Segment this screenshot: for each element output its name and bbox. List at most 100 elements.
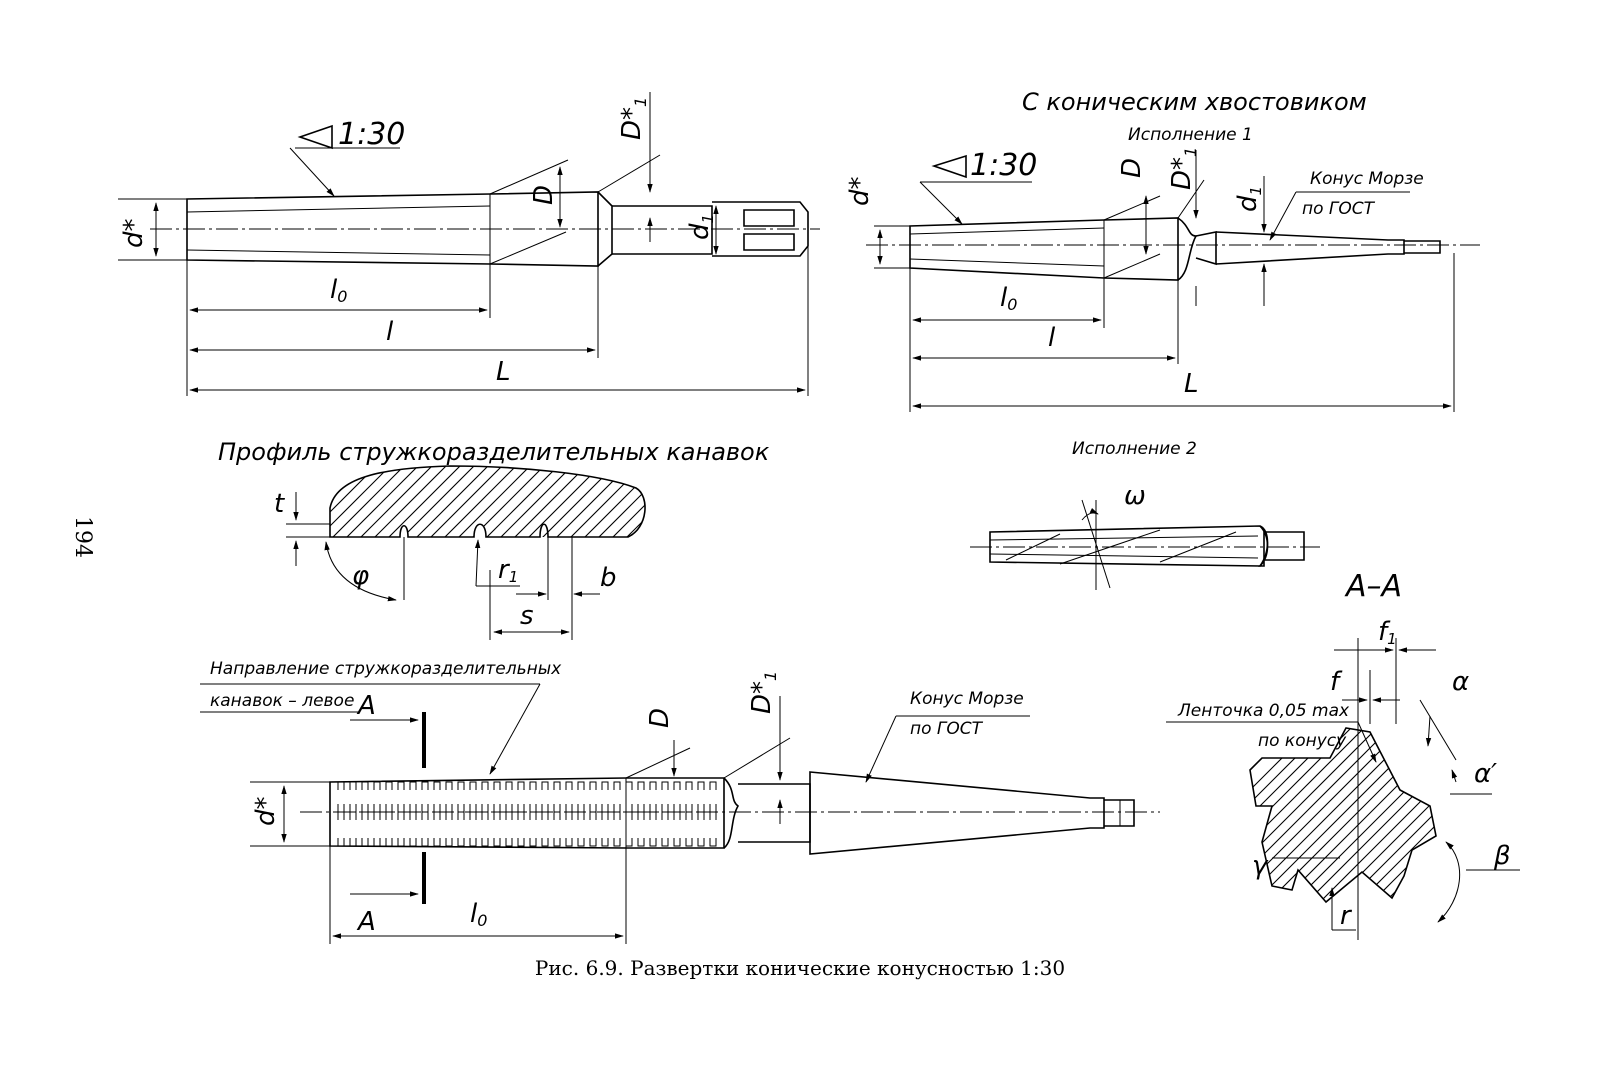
label-f1: f1 [1378, 617, 1397, 648]
hatch-line [1337, 728, 1436, 902]
groove-tooth [613, 804, 621, 813]
label-alpha: α [1452, 667, 1469, 697]
groove-tooth [601, 811, 609, 820]
groove-tooth [457, 804, 465, 813]
hatch-line [595, 466, 646, 537]
label-f: f [1330, 667, 1343, 697]
hatch-line [357, 466, 439, 537]
groove-tooth [481, 811, 489, 820]
taper-ratio-1: 1:30 [338, 117, 405, 152]
groove-tooth [673, 811, 681, 820]
label-l0-4: l0 [470, 899, 487, 930]
section-title: A–A [1344, 569, 1402, 604]
groove-tooth [709, 811, 717, 820]
groove-tooth [421, 811, 429, 820]
groove-tooth [517, 804, 525, 813]
land-label-1: Ленточка 0,05 max [1177, 701, 1350, 721]
hatch-line [441, 466, 523, 537]
hatch-line [385, 466, 467, 537]
groove-tooth [517, 838, 525, 847]
groove-tooth [361, 804, 369, 813]
groove-tooth [577, 811, 585, 820]
hatch-line [413, 466, 495, 537]
groove-tooth [649, 811, 657, 820]
groove-tooth [481, 804, 489, 813]
hatch-line [1324, 728, 1436, 902]
groove-tooth [517, 811, 525, 820]
view-reamer-morse-v1: С коническим хвостовиком Исполнение 1 [845, 88, 1480, 412]
label-b: b [600, 563, 617, 593]
hatch-line [1428, 728, 1436, 902]
label-phi: φ [352, 561, 369, 591]
hatch-line [483, 466, 565, 537]
groove-tooth [445, 838, 453, 847]
groove-tooth [505, 838, 513, 847]
groove-tooth [685, 804, 693, 813]
groove-tooth [577, 781, 585, 790]
groove-tooth [625, 811, 633, 820]
groove-tooth [397, 804, 405, 813]
hatch-line [1298, 728, 1436, 902]
morse-cone-label-2: Конус Морзе [1310, 169, 1424, 189]
morse-gost-label-2: по ГОСТ [1302, 199, 1376, 219]
hatch-line [399, 466, 481, 537]
label-D1-4: D*1 [747, 671, 780, 714]
label-L-1: L [496, 357, 511, 387]
hatch-line [427, 466, 509, 537]
label-D-1: D [529, 185, 559, 205]
groove-tooth [685, 838, 693, 847]
groove-tooth [649, 838, 657, 847]
label-r1: r1 [498, 555, 518, 586]
groove-tooth [625, 804, 633, 813]
label-r: r [1340, 901, 1353, 931]
groove-tooth [457, 811, 465, 820]
direction-label-2: канавок – левое [210, 691, 354, 711]
groove-tooth [661, 811, 669, 820]
groove-tooth [337, 811, 345, 820]
groove-tooth [385, 804, 393, 813]
hatch-line [1415, 728, 1436, 902]
label-l0-2: l0 [1000, 283, 1017, 314]
groove-tooth [697, 781, 705, 790]
groove-tooth [577, 804, 585, 813]
morse-gost-label-4: по ГОСТ [910, 719, 984, 739]
groove-tooth [553, 838, 561, 847]
section-a-a: A–A f1 f α α′ γ β r Ленточка 0,05 max по… [1166, 569, 1520, 940]
groove-tooth [433, 811, 441, 820]
groove-tooth [529, 838, 537, 847]
label-t: t [274, 489, 285, 519]
groove-tooth [541, 811, 549, 820]
groove-tooth [661, 781, 669, 790]
groove-tooth [469, 838, 477, 847]
groove-tooth [529, 804, 537, 813]
groove-tooth [649, 804, 657, 813]
label-beta: β [1493, 841, 1511, 871]
morse-cone-label-4: Конус Морзе [910, 689, 1024, 709]
hatch-line [343, 466, 425, 537]
view2-variant: Исполнение 1 [1128, 125, 1253, 145]
groove-tooth [397, 838, 405, 847]
groove-tooth [373, 804, 381, 813]
groove-tooth [505, 811, 513, 820]
direction-label-1: Направление стружкоразделительных [210, 659, 562, 679]
label-gamma: γ [1252, 851, 1269, 881]
groove-tooth [709, 804, 717, 813]
hatch-line [497, 466, 579, 537]
groove-tooth [493, 804, 501, 813]
groove-tooth [541, 804, 549, 813]
figure-caption: Рис. 6.9. Развертки конические конусност… [534, 956, 1066, 980]
section-mark-top: A [356, 691, 376, 721]
hatch-line [330, 466, 397, 537]
groove-tooth [421, 781, 429, 790]
section-mark-bottom: A [356, 907, 376, 937]
groove-tooth [445, 781, 453, 790]
groove-tooth [589, 781, 597, 790]
groove-tooth [349, 811, 357, 820]
groove-tooth [709, 838, 717, 847]
hatch-line [609, 466, 646, 537]
groove-tooth [493, 838, 501, 847]
hatch-line [371, 466, 453, 537]
groove-tooth [433, 781, 441, 790]
hatch-line [1311, 728, 1436, 902]
